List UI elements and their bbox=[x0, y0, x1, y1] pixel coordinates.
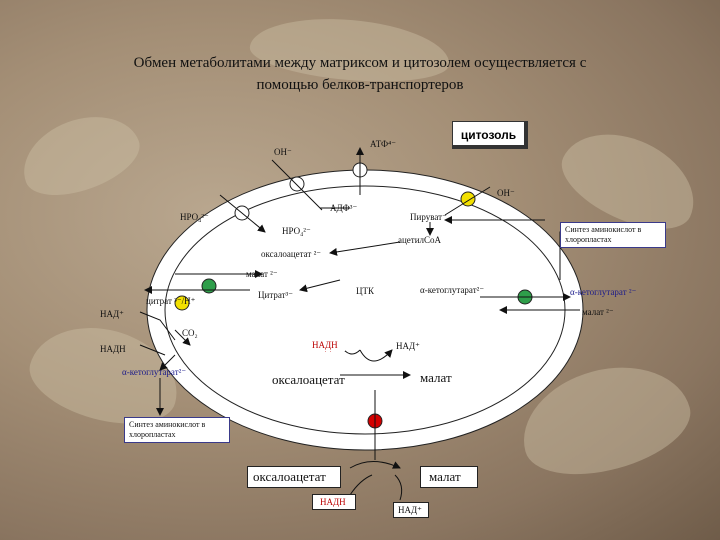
label-nad-plus-center: НАД⁺ bbox=[396, 341, 420, 351]
label-oxaloacetat-big: оксалоацетат bbox=[272, 372, 345, 387]
arrow-co2 bbox=[174, 329, 191, 346]
label-adf: АДФ³⁻ bbox=[330, 203, 358, 213]
label-hpo4-in: НРО₄²⁻ bbox=[282, 226, 311, 236]
box-oxaloacetat-bottom: оксалоацетат bbox=[247, 466, 341, 488]
slide-title: Обмен метаболитами между матриксом и цит… bbox=[60, 52, 660, 96]
label-alpha-kg-lower: α-кетоглутарат²⁻ bbox=[122, 367, 187, 377]
title-line-2: помощью белков-транспортеров bbox=[256, 77, 464, 93]
note-synth-right: Синтез аминокислот в хлоропластах bbox=[560, 222, 666, 248]
box-malat-bottom: малат bbox=[420, 466, 478, 488]
transporter-oh-left bbox=[289, 176, 305, 192]
label-alpha-kg-in: α-кетоглутарат²⁻ bbox=[420, 285, 485, 295]
label-nad-plus-left: НАД⁺ bbox=[100, 309, 124, 319]
arrow-citrat-inner bbox=[299, 279, 341, 293]
label-tck: ЦТК bbox=[356, 286, 374, 296]
arrow-akg-lower bbox=[159, 354, 176, 371]
box-nad-bottom: НАД⁺ bbox=[393, 502, 429, 518]
arrow-bottom-nad-2 bbox=[394, 474, 403, 501]
arrow-acetyl-oxalo bbox=[329, 241, 401, 256]
arrow-oh-left bbox=[271, 159, 323, 211]
label-hpo4-out: НРО₄²⁻ bbox=[180, 212, 209, 222]
label-acetyl: ацетилСоА bbox=[398, 235, 442, 245]
label-oxaloacetat-big2: оксалоацетат bbox=[253, 469, 326, 484]
arrow-nad-left bbox=[139, 311, 176, 341]
label-malat-out: малат ²⁻ bbox=[582, 307, 614, 317]
label-co2: СО₂ bbox=[182, 328, 198, 338]
label-nadh-bottom: НАДН bbox=[320, 497, 346, 507]
box-nadh-center bbox=[305, 337, 345, 351]
transporter-malate bbox=[174, 295, 190, 311]
label-malat-small: малат ²⁻ bbox=[246, 269, 278, 279]
label-piruvat: Пируват⁻ bbox=[410, 212, 447, 222]
label-alpha-kg-out: α-кетоглутарат ²⁻ bbox=[570, 287, 637, 297]
note-synth-left: Синтез аминокислот в хлоропластах bbox=[124, 417, 230, 443]
transporter-citrate bbox=[201, 278, 217, 294]
label-malat-big: малат bbox=[420, 370, 452, 385]
title-line-1: Обмен метаболитами между матриксом и цит… bbox=[133, 55, 587, 71]
arrow-oh-right bbox=[444, 186, 491, 216]
arrow-bottom-nad bbox=[349, 474, 373, 496]
label-atf: АТФ⁴⁻ bbox=[370, 139, 397, 149]
cytosol-label-box: цитозоль bbox=[452, 121, 528, 149]
arrow-bottom-cycle bbox=[349, 461, 401, 469]
label-citrat-h: цитрат ³⁻/Н⁺ bbox=[146, 296, 196, 306]
label-citrat: Цитрат³⁻ bbox=[258, 290, 294, 300]
arrow-nad-cycle bbox=[359, 349, 393, 362]
box-nadh-bottom: НАДН bbox=[312, 494, 356, 510]
cytosol-label: цитозоль bbox=[460, 128, 517, 142]
label-oh-left: ОН⁻ bbox=[274, 147, 292, 157]
arrow-nadh-left bbox=[139, 344, 166, 356]
label-nadh-red-overlay: НАДН bbox=[312, 340, 338, 350]
label-malat-big2: малат bbox=[429, 469, 461, 484]
label-oxaloacetat-small: оксалоацетат ²⁻ bbox=[261, 249, 322, 259]
label-nad-plus-bottom: НАД⁺ bbox=[398, 505, 422, 515]
label-oh-right: ОН⁻ bbox=[497, 188, 515, 198]
arrow-hpo4 bbox=[219, 194, 266, 233]
label-nadh-left: НАДН bbox=[100, 344, 126, 354]
